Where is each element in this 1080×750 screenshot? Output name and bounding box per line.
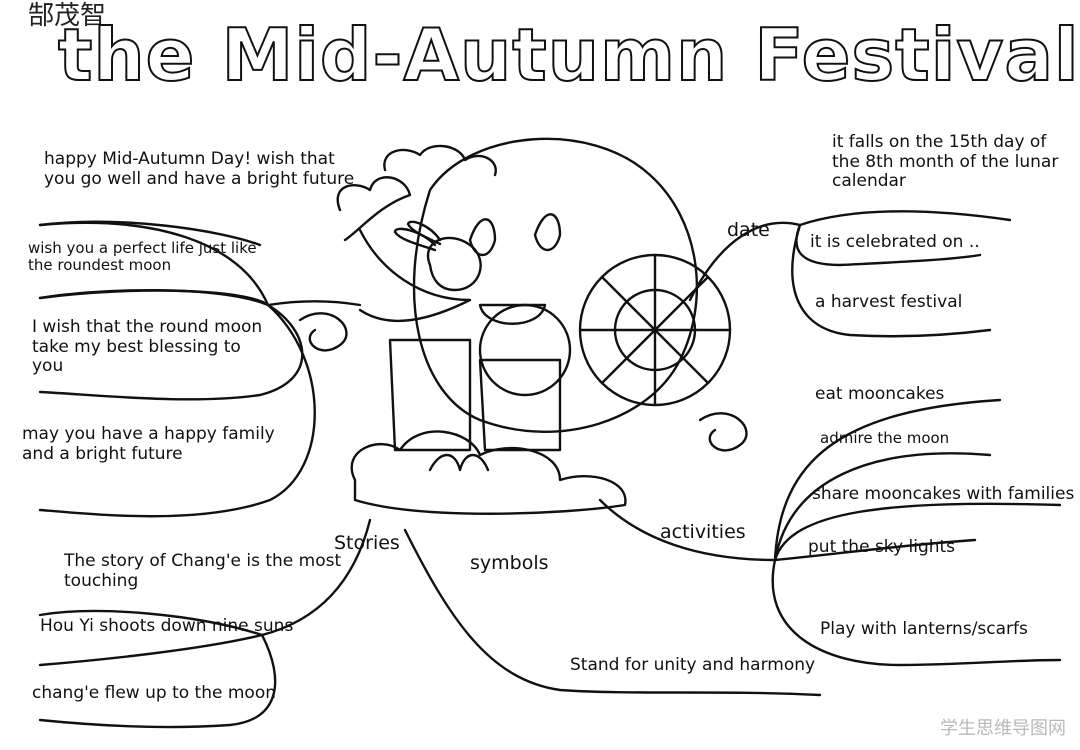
moon-illustration <box>298 137 748 515</box>
cake-right <box>478 358 562 452</box>
activity-4-text: put the sky lights <box>808 537 956 557</box>
leaf-2 <box>533 213 562 252</box>
author-name: 郜茂智 <box>28 1 107 31</box>
wish2-underline <box>38 289 270 307</box>
symbols-label: symbols <box>470 552 549 574</box>
wish-2-text: wish you a perfect life just like the ro… <box>28 239 257 275</box>
activity-5-text: Play with lanterns/scarfs <box>820 619 1028 639</box>
date-3-text: a harvest festival <box>815 292 963 312</box>
rabbit-body <box>426 236 482 292</box>
story2-line <box>38 633 264 667</box>
date-1-text: it falls on the 15th day of the 8th mont… <box>832 132 1059 192</box>
activities-label: activities <box>660 521 746 543</box>
date-label: date <box>727 219 770 241</box>
ribbon <box>358 228 472 323</box>
wish2-branch <box>38 289 270 307</box>
date-2-text: it is celebrated on .. <box>810 232 980 252</box>
rabbit-ear-1 <box>393 227 437 252</box>
watermark: 学生思维导图网 <box>940 718 1066 740</box>
symbols-meaning: Stand for unity and harmony <box>570 655 816 675</box>
story-2-text: Hou Yi shoots down nine suns <box>40 616 294 636</box>
activity-2-text: admire the moon <box>820 429 950 447</box>
trunk-left <box>266 300 362 307</box>
cake-left <box>388 338 472 452</box>
bowl <box>478 303 547 325</box>
cloud-base <box>350 430 627 515</box>
rabbit-ear-2 <box>406 220 442 246</box>
flower-big <box>578 253 732 407</box>
flower-petals <box>578 253 732 407</box>
cake-top <box>478 303 572 397</box>
wish-1-text: happy Mid-Autumn Day! wish that you go w… <box>44 149 355 189</box>
date1-line <box>798 210 1012 227</box>
act5-line <box>771 558 1062 667</box>
act1-line <box>773 398 1002 562</box>
story3-line <box>38 633 277 729</box>
moon-outline <box>412 137 698 433</box>
stories-label: Stories <box>334 532 400 554</box>
activity-3-text: share mooncakes with families <box>812 484 1075 504</box>
lotus <box>428 453 490 472</box>
leaf-1 <box>468 218 497 257</box>
page-title: the Mid-Autumn Festival <box>57 13 1080 98</box>
wish-3-text: I wish that the round moon take my best … <box>32 317 263 377</box>
cloud-swirl-left <box>298 312 348 352</box>
story-1-text: The story of Chang'e is the most touchin… <box>64 551 342 591</box>
cloud-top <box>383 144 497 177</box>
cloud-swirl-right <box>698 412 748 452</box>
wish-4-text: may you have a happy family and a bright… <box>22 424 275 464</box>
activity-1-text: eat mooncakes <box>815 384 945 404</box>
story-3-text: chang'e flew up to the moon <box>32 683 276 703</box>
flower-inner <box>613 288 697 372</box>
